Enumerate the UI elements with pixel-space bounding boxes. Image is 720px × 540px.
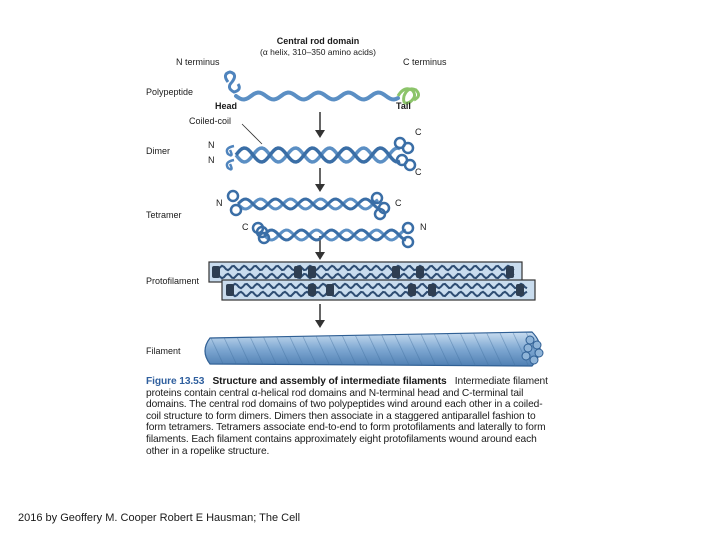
protofilament-knot (326, 284, 334, 296)
credit-line: 2016 by Geoffery M. Cooper Robert E Haus… (18, 512, 301, 524)
dimer-c-coils (393, 136, 417, 172)
tetramer-dimer-2-b (262, 228, 407, 242)
tail-label: Tail (396, 101, 411, 111)
dimer-c-label-2: C (415, 167, 422, 177)
polypeptide-label: Polypeptide (146, 87, 194, 97)
protofilament-knot (392, 266, 400, 278)
tetramer-coils (226, 189, 415, 249)
protofilament-knot (506, 266, 514, 278)
protofilament-label: Protofilament (146, 276, 200, 286)
central-rod-subtitle: (α helix, 310–350 amino acids) (260, 47, 376, 57)
rod-helix (234, 90, 400, 102)
figure-caption: Figure 13.53 Structure and assembly of i… (146, 376, 556, 457)
protofilament-knot (408, 284, 416, 296)
protofilament-knot (308, 284, 316, 296)
protofilament-knot (416, 266, 424, 278)
tetramer-dimer-2-a (262, 228, 407, 242)
dimer-structure (225, 136, 417, 172)
filament-structure (204, 331, 544, 367)
head-coil (223, 70, 241, 94)
filament-end-strands (521, 335, 544, 365)
protofilament-knot (516, 284, 524, 296)
protofilament-chain (213, 272, 515, 280)
filament-label: Filament (146, 346, 181, 356)
tetramer-dimer-1-a (236, 197, 379, 211)
arrow-2 (315, 168, 325, 192)
arrow-4 (315, 304, 325, 328)
figure-number: Figure 13.53 (146, 376, 205, 387)
tetramer-label: Tetramer (146, 210, 182, 220)
tetramer-dimer-1-b (236, 197, 379, 211)
protofilament-knot (428, 284, 436, 296)
figure-title: Structure and assembly of intermediate f… (212, 376, 447, 387)
protofilament-knot (308, 266, 316, 278)
protofilament-chain (226, 282, 528, 290)
dimer-n-label-1: N (208, 140, 215, 150)
polypeptide-structure (223, 70, 421, 105)
tail-coil (396, 87, 421, 105)
coiled-coil-label: Coiled-coil (189, 116, 232, 126)
tetramer-c-label-2: C (242, 222, 249, 232)
dimer-strand-b (234, 146, 401, 164)
protofilament-structure (208, 261, 536, 301)
tetramer-structure (226, 189, 415, 249)
tetramer-c-label-1: C (395, 198, 402, 208)
protofilament-knot (226, 284, 234, 296)
dimer-c-label-1: C (415, 127, 422, 137)
dimer-n-label-2: N (208, 155, 215, 165)
coiled-coil-leader (241, 123, 263, 145)
protofilament-chain (226, 290, 528, 298)
arrow-1 (315, 112, 325, 138)
figure-caption-body: Intermediate filament proteins contain c… (146, 376, 548, 457)
protofilament-chain (213, 264, 515, 272)
protofilament-chains (213, 264, 528, 298)
central-rod-title: Central rod domain (276, 36, 360, 46)
c-terminus-label: C terminus (403, 57, 447, 67)
head-label: Head (215, 101, 238, 111)
n-terminus-label: N terminus (176, 57, 220, 67)
dimer-label: Dimer (146, 146, 170, 156)
protofilament-knots (212, 266, 524, 296)
dimer-n-coils (225, 144, 235, 171)
protofilament-knot (212, 266, 220, 278)
protofilament-knot (294, 266, 302, 278)
tetramer-n-label-2: N (420, 222, 427, 232)
tetramer-n-label-1: N (216, 198, 223, 208)
